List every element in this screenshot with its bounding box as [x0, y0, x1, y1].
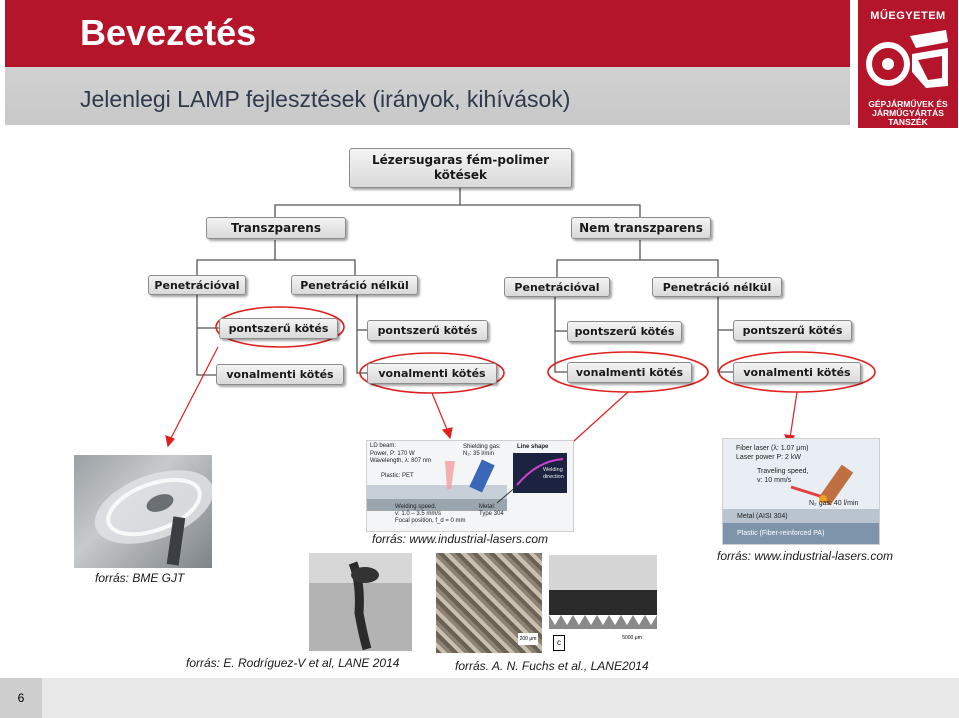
node-left-penetration: Penetrációval [148, 275, 246, 295]
fiber-laser-label: Fiber laser (λ: 1.07 μm) [736, 444, 809, 453]
welding-speed-label: Welding speed, [395, 504, 466, 511]
leaf-left-pen-line: vonalmenti kötés [216, 364, 344, 385]
plastic-label: Plastic: PET [381, 473, 414, 479]
leaf-right-pen-line: vonalmenti kötés [567, 362, 692, 383]
laser-schematic-2: Fiber laser (λ: 1.07 μm) Laser power P: … [722, 438, 880, 545]
welding-direction-label-2: direction [543, 474, 564, 481]
line-shape-label: Line shape [517, 444, 548, 450]
slide-footer: 6 [0, 678, 959, 718]
panel-label-c: c [553, 635, 565, 651]
shielding-gas-label: Shielding gas: [463, 444, 501, 451]
traveling-speed-label: Traveling speed, [757, 467, 809, 476]
leaf-left-nopen-spot: pontszerű kötés [367, 320, 488, 341]
metal-label: Metal: [479, 504, 504, 511]
joint-profile-photo: c 5000 μm [549, 555, 657, 653]
node-right-penetration: Penetrációval [504, 277, 610, 297]
leaf-left-nopen-line: vonalmenti kötés [367, 363, 497, 384]
root-label-line-2: kötések [372, 168, 549, 183]
scale-bar-5000: 5000 μm [615, 635, 649, 645]
caption-rodriguez: forrás: E. Rodríguez-V et al, LANE 2014 [186, 656, 399, 670]
n2-gas-label: N₂ gas: 40 l/min [809, 500, 858, 507]
cross-section-micrograph [309, 553, 412, 651]
power-label: Power, P: 170 W [370, 451, 431, 459]
disk-sample-image [74, 455, 212, 568]
laser-power-label: Laser power P: 2 kW [736, 453, 809, 462]
scale-bar-200: 200 μm [518, 633, 538, 645]
caption-industrial-lasers-2: forrás: www.industrial-lasers.com [717, 549, 893, 563]
welding-direction-label-1: Welding [543, 467, 564, 474]
polymer-disk-photo [74, 455, 212, 568]
metal-type-label: Type 304 [479, 511, 504, 518]
leaf-right-pen-spot: pontszerű kötés [567, 321, 682, 342]
wavelength-label: Wavelength, λ: 807 nm [370, 458, 431, 466]
node-left-no-penetration: Penetráció nélkül [291, 275, 418, 295]
leaf-right-nopen-line: vonalmenti kötés [733, 362, 861, 383]
leaf-left-pen-spot: pontszerű kötés [219, 318, 338, 339]
speed-range-label: v: 1.0 – 3.5 mm/s [395, 511, 466, 518]
node-right-no-penetration: Penetráció nélkül [652, 277, 782, 297]
textured-surface-photo: 200 μm [436, 553, 542, 653]
caption-industrial-lasers-1: forrás: www.industrial-lasers.com [372, 532, 548, 546]
caption-bme: forrás: BME GJT [95, 571, 184, 585]
root-label-line-1: Lézersugaras fém-polimer [372, 153, 549, 168]
metal-aisi-label: Metal (AISI 304) [737, 513, 788, 520]
cross-section-image [309, 553, 412, 651]
node-non-transparent: Nem transzparens [571, 217, 711, 239]
ld-beam-label: LD beam: [370, 443, 431, 451]
n2-flow-label: N₂: 35 l/min [463, 451, 501, 458]
diagram-root-node: Lézersugaras fém-polimer kötések [349, 148, 572, 188]
leaf-right-nopen-spot: pontszerű kötés [733, 320, 852, 341]
caption-fuchs: forrás. A. N. Fuchs et al., LANE2014 [455, 659, 649, 673]
node-transparent: Transzparens [206, 217, 346, 239]
traveling-speed-value: v: 10 mm/s [757, 476, 809, 485]
laser-schematic-1: LD beam: Power, P: 170 W Wavelength, λ: … [366, 440, 574, 532]
plastic-pa-label: Plastic (Fiber-reinforced PA) [737, 530, 824, 537]
page-number: 6 [0, 678, 42, 718]
focal-position-label: Focal position, f_d = 0 mm [395, 518, 466, 525]
